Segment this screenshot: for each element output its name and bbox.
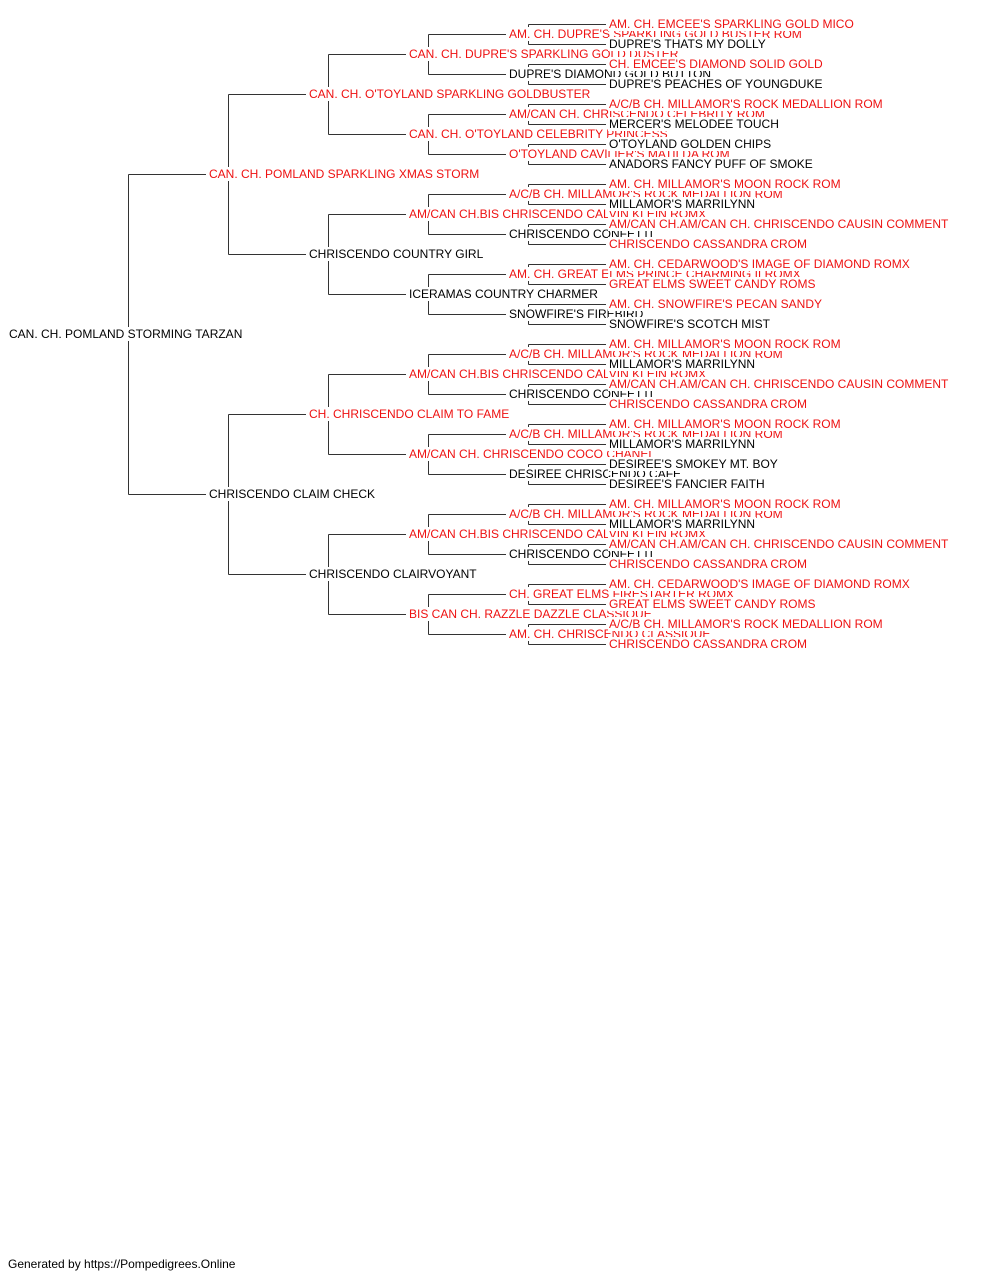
dog-name-gen5: CH. EMCEE'S DIAMOND SOLID GOLD bbox=[608, 57, 824, 71]
dog-name-gen3: ICERAMAS COUNTRY CHARMER bbox=[408, 287, 599, 301]
dog-name-gen5: O'TOYLAND GOLDEN CHIPS bbox=[608, 137, 773, 151]
dog-name-gen5: MILLAMOR'S MARRILYNN bbox=[608, 197, 757, 211]
dog-name-gen5: A/C/B CH. MILLAMOR'S ROCK MEDALLION ROM bbox=[608, 97, 884, 111]
dog-name-gen1: CHRISCENDO CLAIM CHECK bbox=[208, 487, 377, 501]
dog-name-gen5: DESIREE'S SMOKEY MT. BOY bbox=[608, 457, 779, 471]
dog-name-gen5: AM. CH. MILLAMOR'S MOON ROCK ROM bbox=[608, 417, 842, 431]
dog-name-gen5: DESIREE'S FANCIER FAITH bbox=[608, 477, 766, 491]
dog-name-gen5: CHRISCENDO CASSANDRA CROM bbox=[608, 637, 809, 651]
dog-name-gen5: ANADORS FANCY PUFF OF SMOKE bbox=[608, 157, 814, 171]
dog-name-gen5: AM/CAN CH.AM/CAN CH. CHRISCENDO CAUSIN C… bbox=[608, 217, 950, 231]
dog-name-gen5: SNOWFIRE'S SCOTCH MIST bbox=[608, 317, 771, 331]
dog-name-gen5: AM. CH. CEDARWOOD'S IMAGE OF DIAMOND ROM… bbox=[608, 257, 911, 271]
dog-name-gen0: CAN. CH. POMLAND STORMING TARZAN bbox=[8, 327, 244, 341]
dog-name-gen5: DUPRE'S PEACHES OF YOUNGDUKE bbox=[608, 77, 824, 91]
generated-by-footer: Generated by https://Pompedigrees.Online bbox=[8, 1257, 236, 1271]
dog-name-gen5: CHRISCENDO CASSANDRA CROM bbox=[608, 557, 809, 571]
dog-name-gen5: MILLAMOR'S MARRILYNN bbox=[608, 437, 757, 451]
dog-name-gen3: CAN. CH. O'TOYLAND CELEBRITY PRINCESS bbox=[408, 127, 669, 141]
dog-name-gen2: CAN. CH. O'TOYLAND SPARKLING GOLDBUSTER bbox=[308, 87, 592, 101]
dog-name-gen5: AM. CH. MILLAMOR'S MOON ROCK ROM bbox=[608, 337, 842, 351]
dog-name-gen5: AM. CH. SNOWFIRE'S PECAN SANDY bbox=[608, 297, 823, 311]
dog-name-gen3: BIS CAN CH. RAZZLE DAZZLE CLASSIQUE bbox=[408, 607, 653, 621]
dog-name-gen5: AM. CH. EMCEE'S SPARKLING GOLD MICO bbox=[608, 17, 855, 31]
dog-name-gen5: MILLAMOR'S MARRILYNN bbox=[608, 357, 757, 371]
dog-name-gen5: CHRISCENDO CASSANDRA CROM bbox=[608, 237, 809, 251]
dog-name-gen5: AM. CH. MILLAMOR'S MOON ROCK ROM bbox=[608, 177, 842, 191]
dog-name-gen5: DUPRE'S THATS MY DOLLY bbox=[608, 37, 767, 51]
dog-name-gen5: AM. CH. MILLAMOR'S MOON ROCK ROM bbox=[608, 497, 842, 511]
dog-name-gen1: CAN. CH. POMLAND SPARKLING XMAS STORM bbox=[208, 167, 481, 181]
dog-name-gen2: CHRISCENDO COUNTRY GIRL bbox=[308, 247, 485, 261]
dog-name-gen3: AM/CAN CH. CHRISCENDO COCO CHANEL bbox=[408, 447, 657, 461]
dog-name-gen2: CH. CHRISCENDO CLAIM TO FAME bbox=[308, 407, 511, 421]
dog-name-gen5: MILLAMOR'S MARRILYNN bbox=[608, 517, 757, 531]
dog-name-gen2: CHRISCENDO CLAIRVOYANT bbox=[308, 567, 478, 581]
dog-name-gen5: AM. CH. CEDARWOOD'S IMAGE OF DIAMOND ROM… bbox=[608, 577, 911, 591]
dog-name-gen5: GREAT ELMS SWEET CANDY ROMS bbox=[608, 597, 817, 611]
dog-name-gen5: CHRISCENDO CASSANDRA CROM bbox=[608, 397, 809, 411]
dog-name-gen5: AM/CAN CH.AM/CAN CH. CHRISCENDO CAUSIN C… bbox=[608, 377, 950, 391]
dog-name-gen5: GREAT ELMS SWEET CANDY ROMS bbox=[608, 277, 817, 291]
dog-name-gen5: MERCER'S MELODEE TOUCH bbox=[608, 117, 780, 131]
dog-name-gen5: AM/CAN CH.AM/CAN CH. CHRISCENDO CAUSIN C… bbox=[608, 537, 950, 551]
dog-name-gen5: A/C/B CH. MILLAMOR'S ROCK MEDALLION ROM bbox=[608, 617, 884, 631]
